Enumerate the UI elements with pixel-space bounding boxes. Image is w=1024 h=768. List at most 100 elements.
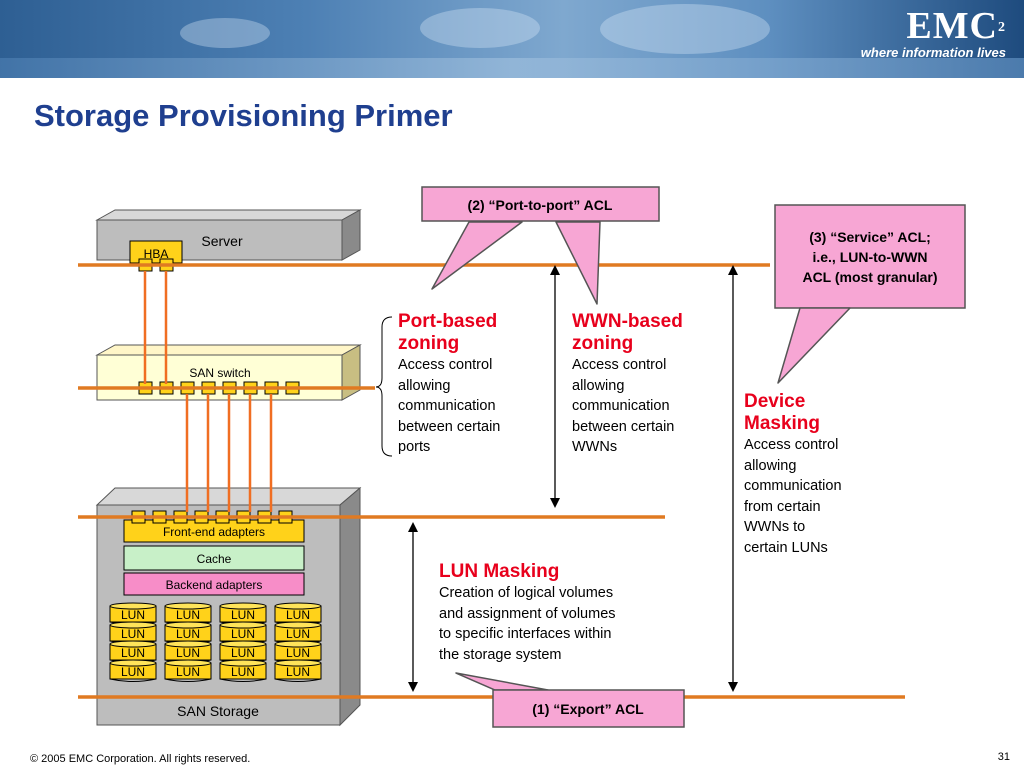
- port-zoning-desc-4: between certain: [398, 418, 501, 435]
- world-map-decoration: [420, 8, 540, 48]
- lun-volume: LUN: [164, 602, 212, 625]
- lun-volume: LUN: [219, 659, 267, 682]
- wwn-zoning-desc-4: between certain: [572, 418, 675, 435]
- lun-masking-title: LUN Masking: [439, 561, 560, 582]
- cache-label: Cache: [197, 552, 232, 566]
- san-storage-label: SAN Storage: [177, 703, 259, 719]
- callout-port-to-port-text: (2) “Port-to-port” ACL: [468, 197, 613, 213]
- logo-text: EMC: [906, 5, 998, 47]
- fibre-links: [143, 271, 273, 512]
- header-band: [0, 58, 1024, 78]
- lun-label: LUN: [231, 627, 255, 641]
- san-switch-label: SAN switch: [189, 366, 250, 380]
- world-map-decoration: [600, 4, 770, 54]
- lun-volume: LUN: [274, 621, 322, 644]
- callout-service-line2: i.e., LUN-to-WWN: [812, 249, 927, 265]
- device-masking-desc-5: WWNs to: [744, 519, 806, 535]
- port-zoning-block: Port-based zoning Access control allowin…: [398, 311, 500, 458]
- lun-label: LUN: [176, 608, 200, 622]
- header-banner: EMC2 where information lives: [0, 0, 1024, 78]
- lun-label: LUN: [121, 627, 145, 641]
- lun-volume: LUN: [219, 621, 267, 644]
- emc-logo: EMC2 where information lives: [856, 6, 1006, 60]
- lun-volume: LUN: [109, 621, 157, 644]
- callout-export-text: (1) “Export” ACL: [532, 701, 644, 717]
- lun-volume: LUN: [164, 621, 212, 644]
- lun-masking-desc-3: to specific interfaces within: [439, 626, 612, 642]
- san-switch-box: [95, 344, 362, 401]
- lun-label: LUN: [231, 665, 255, 679]
- backend-label: Backend adapters: [166, 578, 263, 592]
- wwn-zoning-desc-3: communication: [572, 398, 670, 414]
- lun-volume: LUN: [164, 640, 212, 663]
- device-masking-desc-1: Access control: [744, 437, 839, 453]
- lun-label: LUN: [286, 608, 310, 622]
- callout-export: [455, 672, 685, 728]
- callout-service: [774, 204, 966, 384]
- lun-masking-desc-4: the storage system: [439, 646, 562, 663]
- page-title: Storage Provisioning Primer: [34, 98, 453, 133]
- lun-label: LUN: [121, 646, 145, 660]
- lun-label: LUN: [176, 646, 200, 660]
- port-zoning-desc-5: ports: [398, 439, 431, 455]
- device-masking-block: Device Masking Access control allowing c…: [744, 391, 842, 558]
- wwn-zoning-desc-2: allowing: [572, 377, 625, 394]
- lun-masking-block: LUN Masking Creation of logical volumes …: [439, 561, 616, 665]
- lun-label: LUN: [231, 646, 255, 660]
- front-end-adapters: [123, 519, 305, 543]
- device-masking-title-1: Device: [744, 391, 806, 412]
- logo-tagline: where information lives: [860, 45, 1006, 60]
- orange-fabric-lines: [78, 263, 905, 699]
- lun-label: LUN: [286, 627, 310, 641]
- lun-label: LUN: [286, 646, 310, 660]
- port-zoning-bracket: [375, 316, 393, 457]
- wwn-zoning-title-2: zoning: [572, 333, 634, 354]
- callout-port-to-port: [421, 186, 660, 305]
- port-zoning-title-1: Port-based: [398, 311, 498, 332]
- lun-volume: LUN: [164, 659, 212, 682]
- wwn-zoning-desc-5: WWNs: [572, 439, 618, 455]
- device-masking-desc-6: certain LUNs: [744, 539, 828, 556]
- device-masking-desc-2: allowing: [744, 457, 797, 474]
- port-zoning-title-2: zoning: [398, 333, 460, 354]
- port-zoning-desc-2: allowing: [398, 377, 451, 394]
- lun-label: LUN: [286, 665, 310, 679]
- lun-volume: LUN: [274, 640, 322, 663]
- front-end-label: Front-end adapters: [163, 525, 265, 539]
- lun-volume: LUN: [109, 602, 157, 625]
- device-masking-desc-4: from certain: [744, 498, 821, 515]
- logo-superscript: 2: [998, 20, 1006, 35]
- wwn-zoning-title-1: WWN-based: [572, 311, 683, 332]
- hba: [129, 240, 183, 264]
- lun-label: LUN: [121, 665, 145, 679]
- lun-label: LUN: [176, 665, 200, 679]
- world-map-decoration: [180, 18, 270, 48]
- port-zoning-desc-1: Access control: [398, 357, 493, 373]
- footer-copyright: © 2005 EMC Corporation. All rights reser…: [30, 753, 251, 765]
- port-zoning-desc-3: communication: [398, 398, 496, 414]
- server-label: Server: [201, 233, 243, 249]
- device-masking-title-2: Masking: [744, 413, 821, 434]
- lun-label: LUN: [176, 627, 200, 641]
- server-box: [95, 209, 362, 261]
- wwn-zoning-desc-1: Access control: [572, 357, 667, 373]
- lun-volume: LUN: [274, 602, 322, 625]
- footer-page-number: 31: [997, 751, 1010, 763]
- lun-grid: LUN LUN LUN LUN LUN LUN LUN LUN LUN LUN LUN LUN LUN L…: [109, 602, 322, 682]
- device-masking-desc-3: communication: [744, 478, 842, 494]
- backend-adapters: [123, 572, 305, 596]
- lun-volume: LUN: [109, 659, 157, 682]
- lun-volume: LUN: [219, 602, 267, 625]
- lun-label: LUN: [121, 608, 145, 622]
- lun-label: LUN: [231, 608, 255, 622]
- lun-volume: LUN: [274, 659, 322, 682]
- callout-service-line1: (3) “Service” ACL;: [809, 229, 931, 245]
- cache-block: [123, 545, 305, 571]
- lun-volume: LUN: [109, 640, 157, 663]
- lun-masking-desc-1: Creation of logical volumes: [439, 585, 614, 601]
- hba-label: HBA: [144, 247, 169, 261]
- lun-volume: LUN: [219, 640, 267, 663]
- callout-service-line3: ACL (most granular): [802, 269, 937, 285]
- wwn-zoning-block: WWN-based zoning Access control allowing…: [572, 311, 683, 458]
